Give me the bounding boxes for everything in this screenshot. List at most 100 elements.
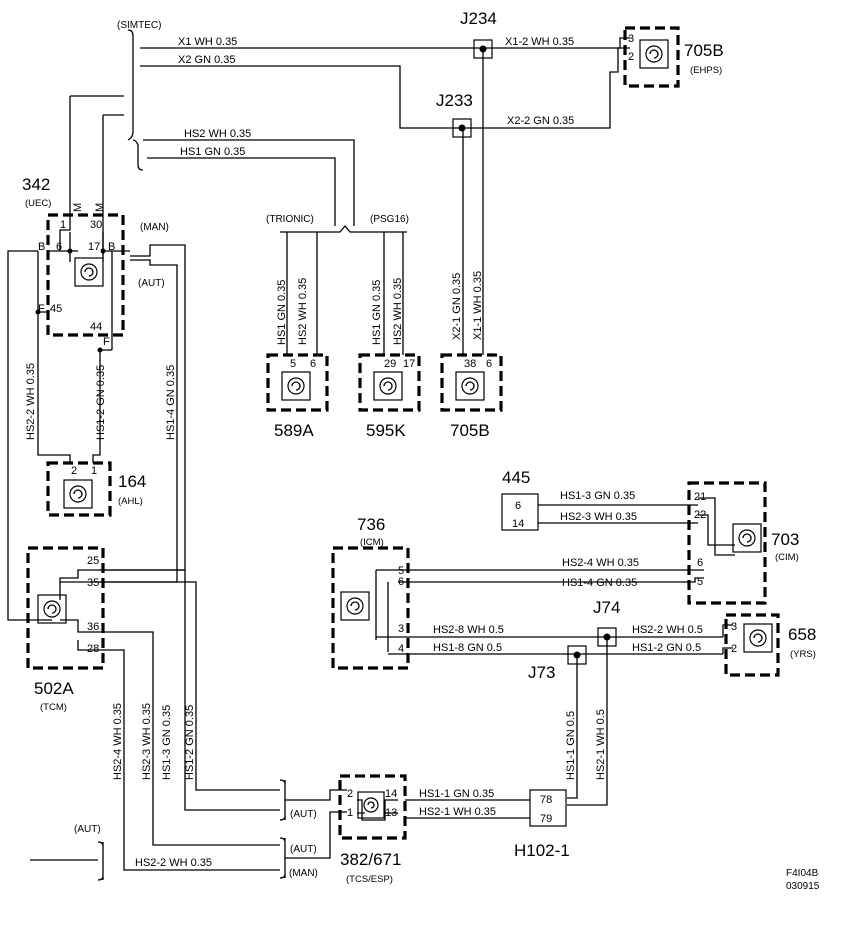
pin-label: 1 [91,465,97,477]
component-382-name: (TCS/ESP) [346,874,393,885]
pin-label: 2 [628,51,634,63]
component-342-name: (UEC) [25,198,51,209]
wire-label: HS1-1 GN 0.35 [419,788,494,800]
module-icon-164 [63,479,93,509]
label-simtec: (SIMTEC) [117,20,161,31]
pin-label: 6 [697,557,703,569]
figure-date: 030915 [786,881,820,892]
component-705b-bottom-id: 705B [450,421,490,440]
component-589a-box [266,353,329,412]
wire-label: HS1-1 GN 0.5 [565,711,577,780]
pin-label: 4 [398,643,404,655]
wire-label: HS2-4 WH 0.35 [562,557,639,569]
component-164-box [46,461,112,517]
figure-id: F4I04B [786,868,819,879]
pin-label: 79 [540,813,552,825]
wire-label: HS2 WH 0.35 [184,128,251,140]
splice-dot [67,248,73,254]
module-icon-703 [732,523,762,553]
component-382-box [338,774,407,840]
junction-j233 [452,118,472,138]
pin-label: M [72,203,84,212]
wire-label: HS2-3 WH 0.35 [141,703,153,780]
component-502a-name: (TCM) [40,702,67,713]
pin-label: 1 [60,219,66,231]
junction-j233-label: J233 [436,91,473,110]
wire-label: HS1-2 GN 0.35 [184,705,196,780]
component-342-id: 342 [22,175,50,194]
component-382-id: 382/671 [340,850,401,869]
label-man: (MAN) [289,868,318,879]
module-icon-589a [281,371,311,401]
component-595k-box [358,353,421,412]
pin-label: 3 [628,33,634,45]
component-703-name: (CIM) [775,552,799,563]
pin-label: 38 [464,358,476,370]
component-658-id: 658 [788,625,816,644]
pin-label: 36 [87,621,99,633]
labels: (SIMTEC) (TRIONIC) (PSG16) (MAN) (AUT) (… [22,9,820,892]
component-705b-top-box [623,26,680,88]
component-h102-box [529,789,567,827]
pin-label: 2 [71,465,77,477]
wire-label: HS2-1 WH 0.35 [419,806,496,818]
wire-label: HS2-2 WH 0.5 [632,624,703,636]
pin-label: 6 [486,358,492,370]
wire-label: HS1-8 GN 0.5 [433,642,502,654]
component-658-box [724,613,780,677]
component-445-box [501,493,539,531]
splice-dot [35,309,41,315]
label-aut: (AUT) [290,809,317,820]
module-icon-595k [373,371,403,401]
pin-label: 25 [87,555,99,567]
pin-label: M [94,203,106,212]
module-icon-705b-bottom [455,371,485,401]
junction-j73-label: J73 [528,663,555,682]
junction-j234 [473,39,493,59]
pin-label: 5 [398,565,404,577]
pin-label: 6 [310,358,316,370]
wire-label: HS1-4 GN 0.35 [165,365,177,440]
wire-label: HS1-4 GN 0.35 [562,577,637,589]
component-595k-id: 595K [366,421,406,440]
module-icons [37,39,773,819]
wire-label: X1-1 WH 0.35 [472,271,484,340]
pin-label: B [108,241,115,253]
pin-label: 30 [90,219,102,231]
pin-label: 6 [515,500,521,512]
pin-label: 45 [50,303,62,315]
label-trionic: (TRIONIC) [266,214,314,225]
component-703-id: 703 [771,530,799,549]
component-502a-box [26,546,105,670]
wire-label: HS1 GN 0.35 [276,280,288,345]
label-aut: (AUT) [138,278,165,289]
pin-label: 14 [385,788,397,800]
pin-label: 5 [697,576,703,588]
component-boxes [26,26,780,840]
pin-label: 44 [90,321,102,333]
wire-label: HS1 GN 0.35 [371,280,383,345]
component-445-id: 445 [502,468,530,487]
wire-label: HS2-2 WH 0.35 [135,857,212,869]
wire-label: HS1 GN 0.35 [180,146,245,158]
junction-j74 [597,627,617,647]
junction-j73 [567,645,587,665]
component-658-name: (YRS) [790,649,816,660]
wire-label: X2-1 GN 0.35 [451,273,463,340]
pin-label: 17 [403,358,415,370]
component-164-name: (AHL) [118,496,143,507]
label-aut: (AUT) [74,824,101,835]
pin-label: 1 [347,807,353,819]
junction-markers [35,39,617,665]
wire-label: HS1-2 GN 0.35 [95,365,107,440]
pin-label: 3 [731,621,737,633]
component-502a-id: 502A [34,679,74,698]
pin-label: F [103,336,110,348]
wire-label: HS2-1 WH 0.5 [595,709,607,780]
pin-label: F [38,303,45,315]
pin-label: 14 [512,518,524,530]
pin-label: 2 [347,788,353,800]
junction-j74-label: J74 [593,598,620,617]
